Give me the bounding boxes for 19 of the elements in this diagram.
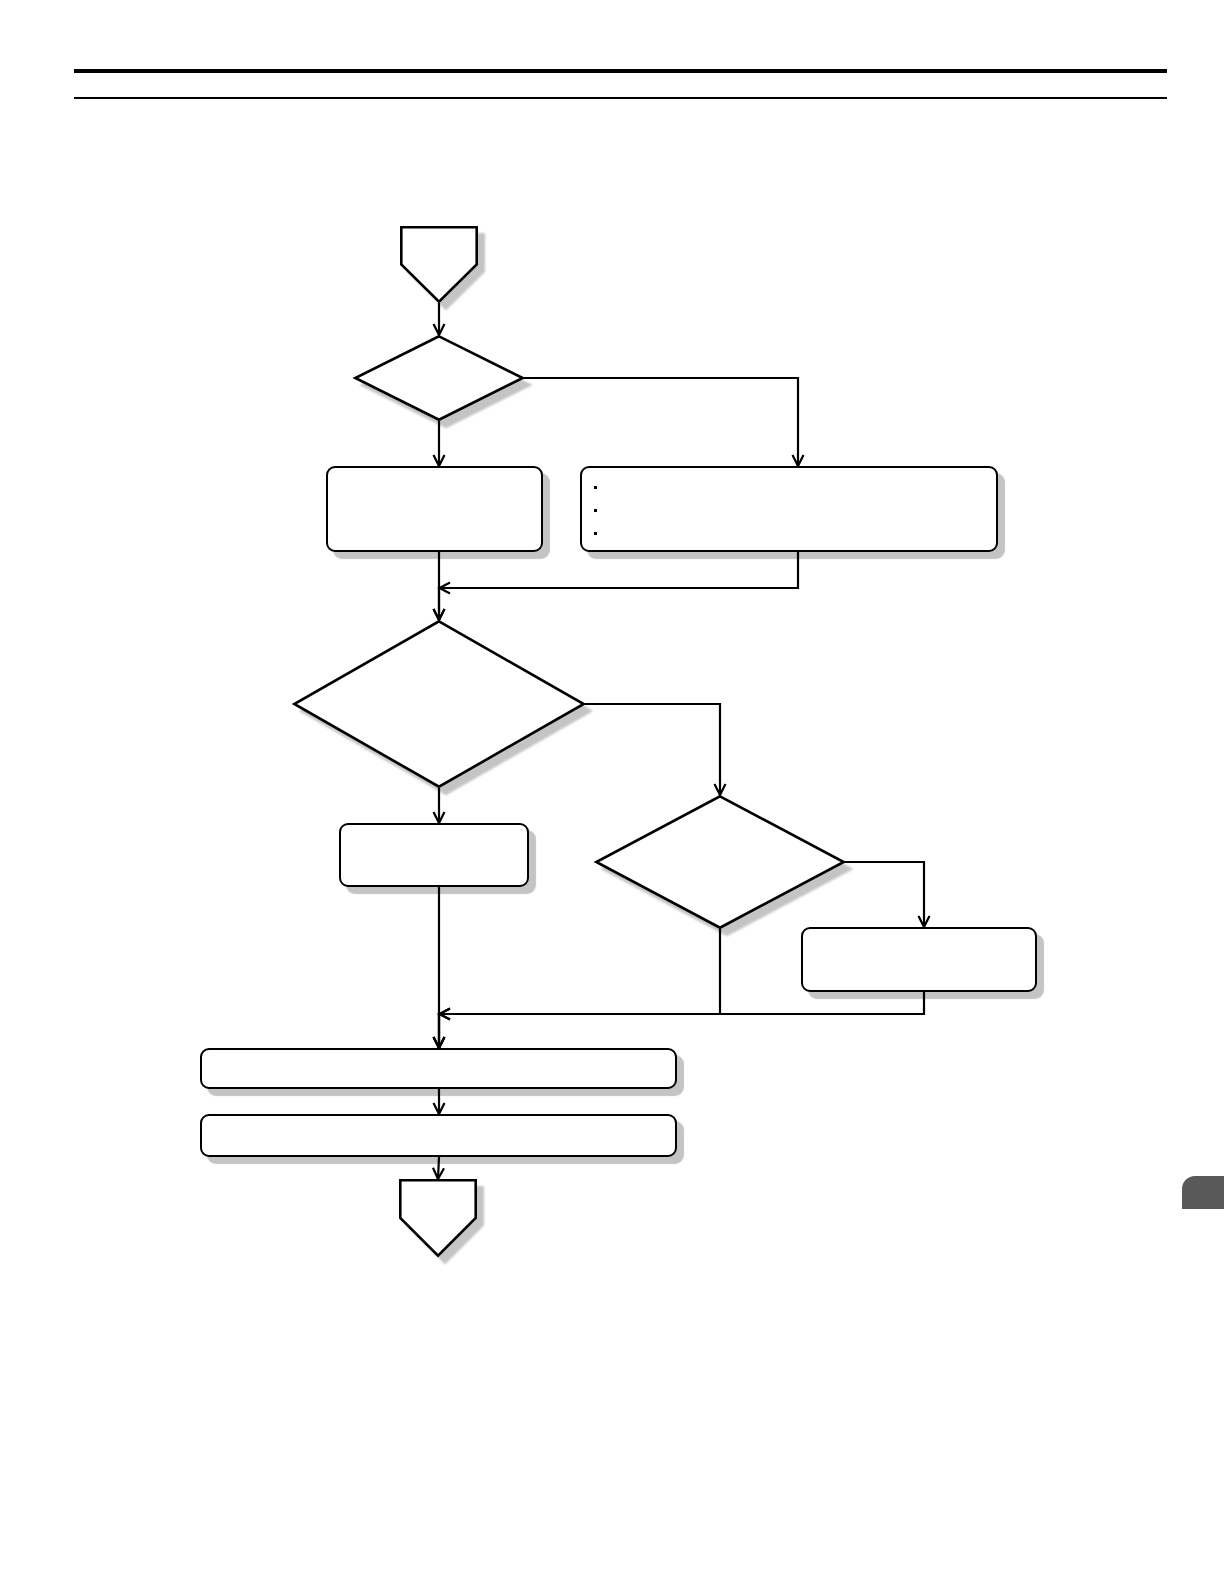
process-box <box>801 927 1037 992</box>
connector-arrow <box>432 303 446 337</box>
process-box <box>200 1048 677 1089</box>
off-page-connector <box>400 226 478 303</box>
connector-arrow <box>432 1089 446 1116</box>
process-box <box>200 1114 677 1157</box>
connector-arrow <box>432 788 446 825</box>
connector-arrow <box>432 421 446 468</box>
off-page-connector <box>399 1179 477 1257</box>
connector-arrow <box>845 860 931 929</box>
process-box <box>580 466 998 552</box>
connector-arrow <box>524 376 805 468</box>
decision-diamond <box>354 335 524 421</box>
decision-diamond <box>293 620 585 788</box>
process-box <box>326 466 543 552</box>
decision-diamond <box>595 795 845 929</box>
connector-arrow <box>585 702 727 797</box>
process-box <box>339 823 529 887</box>
connector-arrow <box>431 1156 446 1181</box>
